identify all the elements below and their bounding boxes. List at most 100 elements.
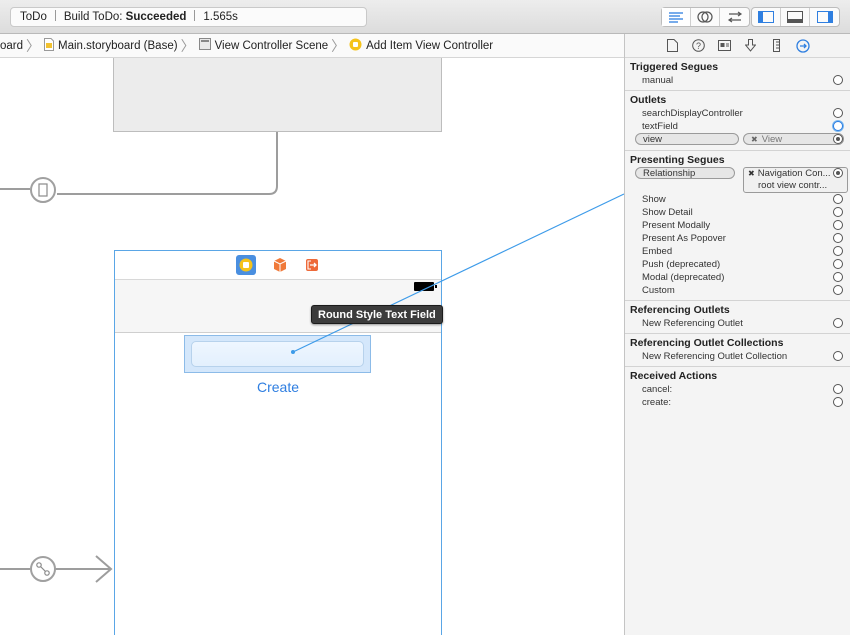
section-title: Triggered Segues: [630, 61, 719, 73]
previous-scene[interactable]: [113, 58, 442, 132]
section-title: Referencing Outlet Collections: [630, 337, 784, 349]
item-label: Show Detail: [642, 207, 693, 218]
jumpbar-label: Add Item View Controller: [366, 39, 494, 52]
relationship-pill[interactable]: Relationship: [635, 167, 735, 179]
connection-well[interactable]: [833, 246, 843, 256]
segue-relationship-icon[interactable]: [30, 556, 56, 582]
section-title: Referencing Outlets: [630, 304, 730, 316]
item-label: root view contr...: [758, 180, 828, 191]
connection-well[interactable]: [833, 220, 843, 230]
connection-well[interactable]: [833, 351, 843, 361]
list-item: Show Detail: [625, 206, 850, 219]
round-style-text-field[interactable]: [191, 341, 364, 367]
text-field-selection[interactable]: [184, 335, 371, 373]
jumpbar-item-scene[interactable]: View Controller Scene〉: [198, 34, 350, 57]
exit-icon[interactable]: [302, 255, 322, 275]
presenting-segues-section: Presenting Segues Relationship ✖Navigati…: [625, 151, 850, 301]
scene-icon: [198, 38, 211, 53]
inspector-tab-bar: ?: [625, 34, 850, 58]
activity-separator: [194, 10, 196, 21]
navigator-toggle-button[interactable]: [752, 8, 781, 26]
item-label: textField: [642, 121, 678, 132]
svg-text:?: ?: [696, 41, 701, 51]
item-label: Custom: [642, 285, 675, 296]
outlet-view-pill[interactable]: view: [635, 133, 739, 145]
jumpbar-label: oard: [0, 39, 24, 52]
received-actions-section: Received Actions cancel: create:: [625, 367, 850, 412]
connection-well[interactable]: [833, 285, 843, 295]
list-item: textField: [625, 120, 850, 133]
first-responder-icon[interactable]: [270, 255, 290, 275]
jumpbar-item-storyboard-file[interactable]: Main.storyboard (Base)〉: [44, 34, 199, 57]
document-icon: [667, 39, 678, 52]
item-label: Modal (deprecated): [642, 272, 725, 283]
standard-editor-button[interactable]: [662, 8, 691, 26]
identity-card-icon: [718, 40, 731, 51]
connection-well[interactable]: [833, 194, 843, 204]
file-inspector-tab[interactable]: [660, 35, 686, 57]
down-arrow-icon: [745, 39, 756, 52]
outlet-view-target-pill[interactable]: ✖View: [743, 133, 844, 145]
list-item: searchDisplayController: [625, 107, 850, 120]
jumpbar-item-storyboard-folder[interactable]: oard〉: [0, 34, 44, 57]
connection-well[interactable]: [833, 397, 843, 407]
view-controller-icon: [349, 38, 362, 54]
item-label: View: [761, 134, 783, 145]
jumpbar-label: Main.storyboard (Base): [58, 39, 178, 52]
triggered-segues-section: Triggered Segues manual: [625, 58, 850, 91]
debug-area-toggle-button[interactable]: [781, 8, 810, 26]
connection-well-active[interactable]: [833, 121, 843, 131]
size-inspector-tab[interactable]: [764, 35, 790, 57]
assistant-editor-button[interactable]: [691, 8, 720, 26]
standard-editor-icon: [669, 12, 683, 23]
item-label: Relationship: [643, 168, 696, 179]
list-item: Modal (deprecated): [625, 271, 850, 284]
quick-help-tab[interactable]: ?: [686, 35, 712, 57]
build-time: 1.565s: [203, 11, 238, 23]
attributes-inspector-tab[interactable]: [738, 35, 764, 57]
list-item: Push (deprecated): [625, 258, 850, 271]
storyboard-canvas[interactable]: Create: [0, 58, 624, 635]
identity-inspector-tab[interactable]: [712, 35, 738, 57]
connection-well[interactable]: [833, 233, 843, 243]
connection-well[interactable]: [833, 318, 843, 328]
list-item: Embed: [625, 245, 850, 258]
connections-inspector-tab[interactable]: [790, 35, 816, 57]
referencing-outlets-section: Referencing Outlets New Referencing Outl…: [625, 301, 850, 334]
arrow-circle-icon: [795, 38, 810, 53]
bottom-panel-icon: [787, 11, 803, 23]
list-item: cancel:: [625, 383, 850, 396]
item-label: view: [643, 134, 663, 145]
battery-icon: [414, 282, 437, 291]
chevron-right-icon: 〉: [180, 37, 195, 54]
item-label: Push (deprecated): [642, 259, 721, 270]
connection-well[interactable]: [833, 108, 843, 118]
connection-well-connected[interactable]: [833, 134, 843, 144]
relationship-target-box[interactable]: ✖Navigation Con... root view contr...: [743, 167, 848, 193]
version-editor-button[interactable]: [720, 8, 749, 26]
connection-well[interactable]: [833, 384, 843, 394]
close-icon[interactable]: ✖: [748, 169, 755, 178]
view-controller-dock-icon[interactable]: [236, 255, 256, 275]
segue-present-icon[interactable]: [30, 177, 56, 203]
storyboard-file-icon: [44, 37, 55, 54]
scheme-name: ToDo: [20, 11, 47, 23]
connection-well[interactable]: [833, 75, 843, 85]
build-label: Build ToDo:: [63, 11, 123, 23]
item-label: Embed: [642, 246, 673, 257]
utilities-toggle-button[interactable]: [810, 8, 839, 26]
create-button[interactable]: Create: [257, 379, 300, 395]
list-item: view ✖View: [625, 133, 850, 147]
jumpbar-item-view-controller[interactable]: Add Item View Controller: [349, 34, 494, 57]
connection-well[interactable]: [833, 207, 843, 217]
question-icon: ?: [692, 39, 705, 52]
close-icon[interactable]: ✖: [751, 135, 758, 144]
connection-well[interactable]: [833, 272, 843, 282]
left-panel-icon: [758, 11, 774, 23]
list-item: Relationship ✖Navigation Con... root vie…: [625, 167, 850, 193]
connection-well-connected[interactable]: [833, 168, 843, 178]
item-label: create:: [642, 397, 672, 408]
connection-well[interactable]: [833, 259, 843, 269]
